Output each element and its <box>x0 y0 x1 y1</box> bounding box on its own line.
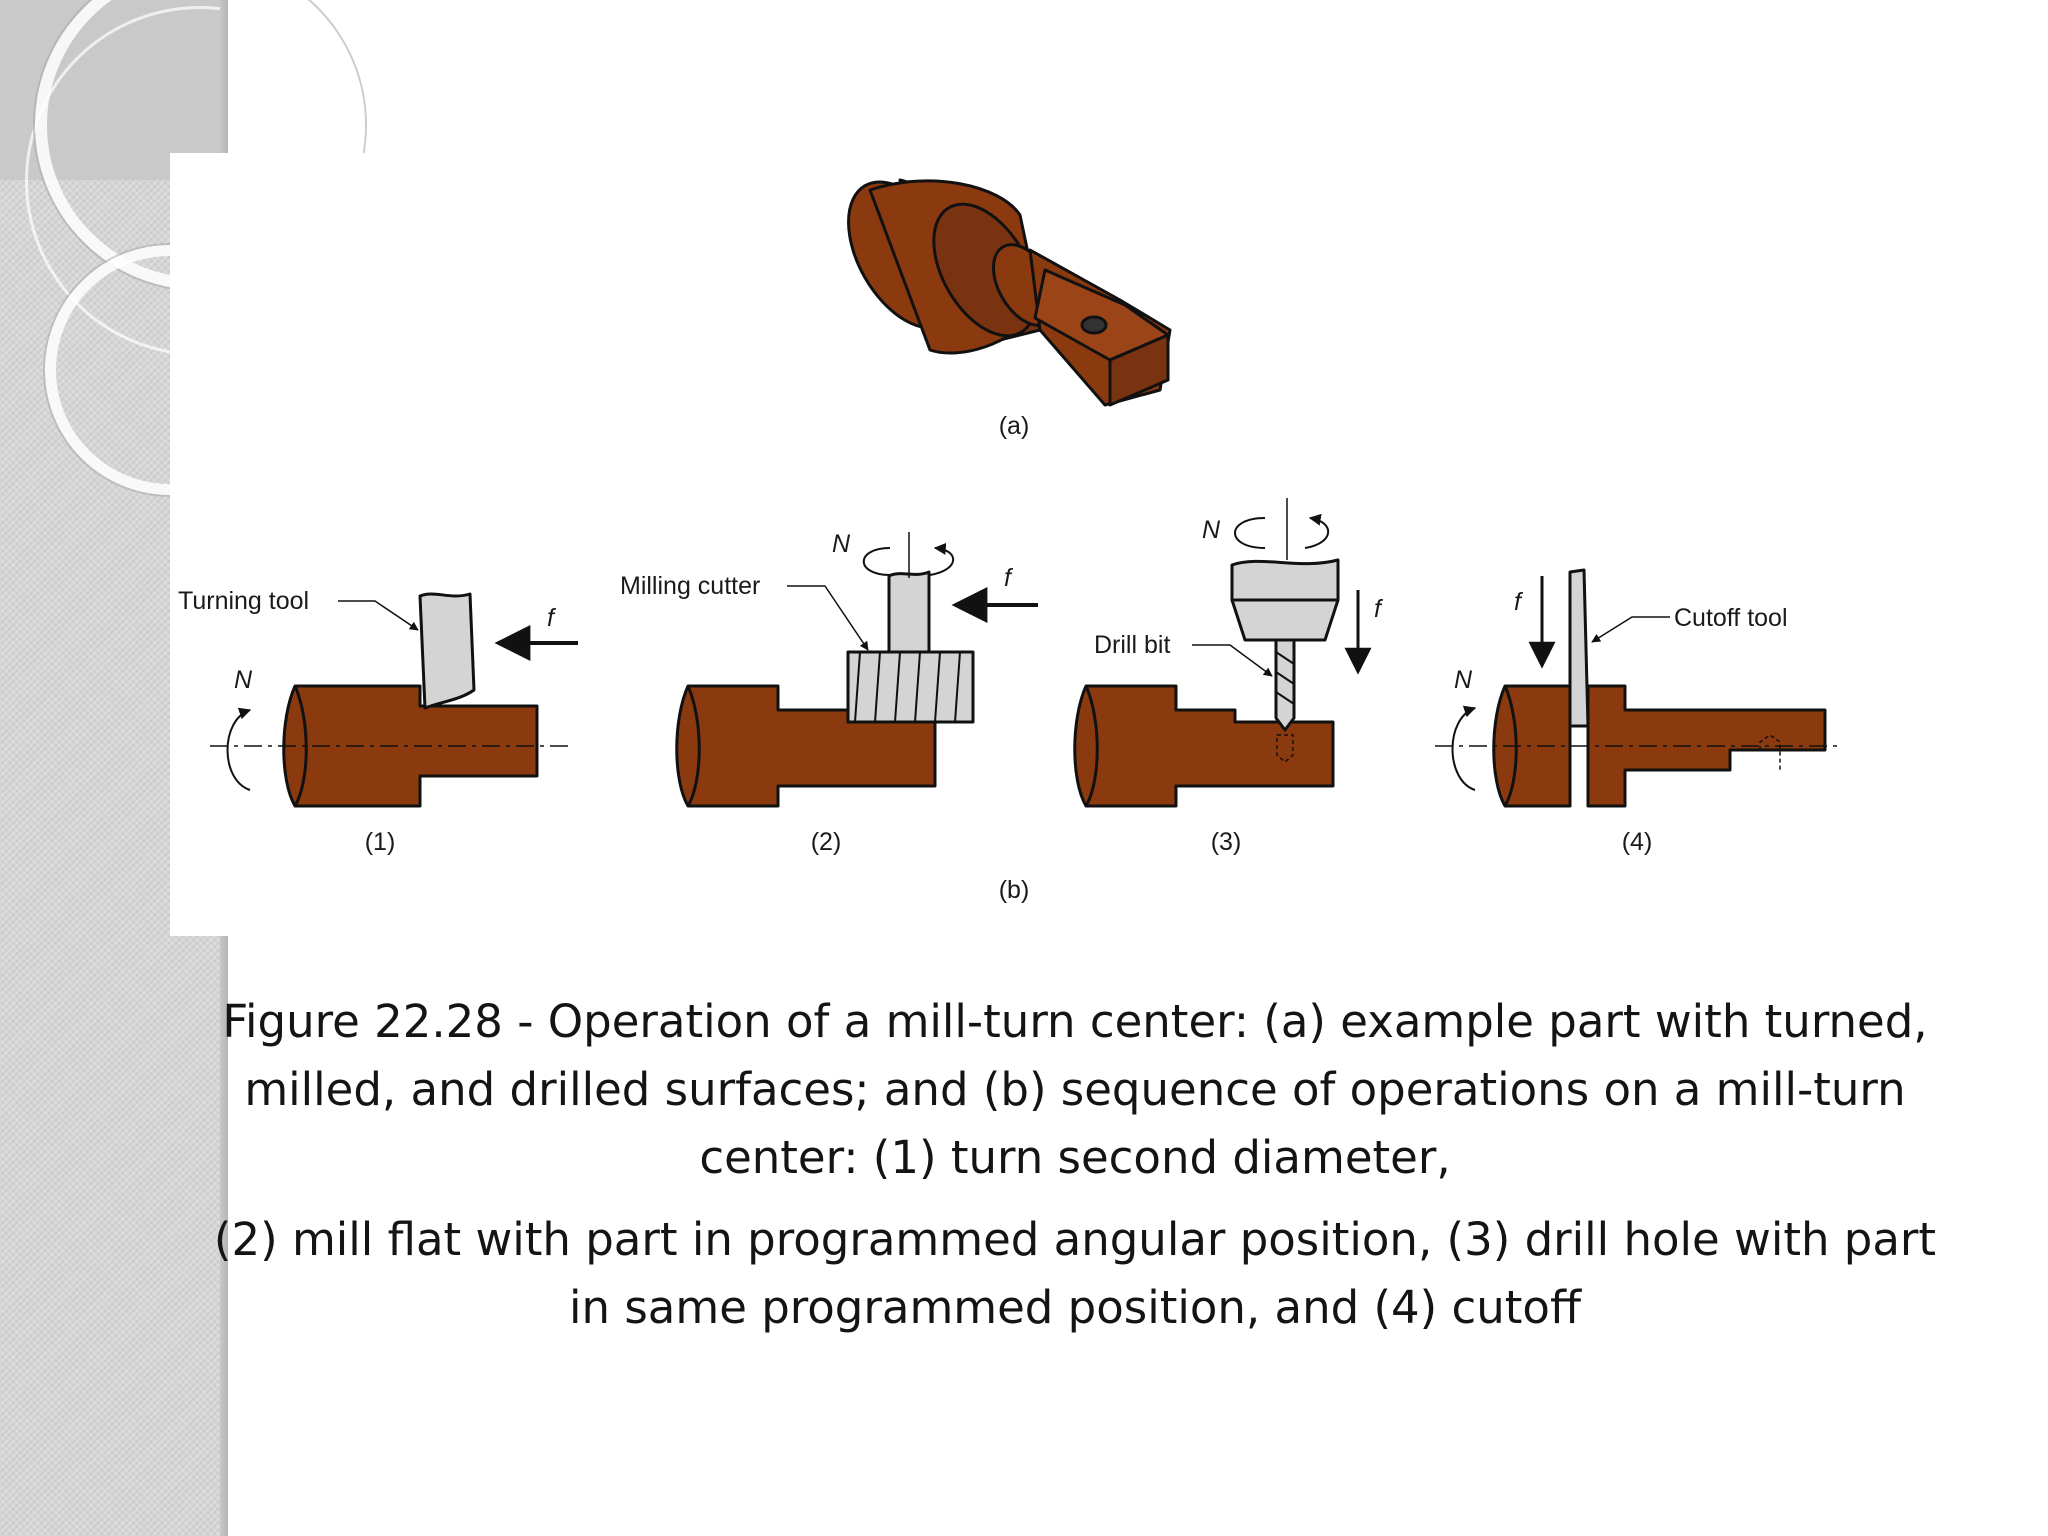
step-1-drawing <box>210 592 578 808</box>
milling-cutter-label: Milling cutter <box>620 572 760 600</box>
step-3-drawing <box>1073 498 1372 808</box>
step-2-rotation-label: N <box>832 530 851 558</box>
part-label: (a) <box>999 412 1030 440</box>
figure-caption-part-1: Figure 22.28 - Operation of a mill-turn … <box>222 995 1928 1184</box>
example-part-drawing <box>847 178 1172 407</box>
step-4-feed-label: f <box>1514 588 1524 616</box>
step-3-feed-label: f <box>1374 595 1384 623</box>
sequence-label: (b) <box>999 876 1030 904</box>
step-2-feed-label: f <box>1004 564 1014 592</box>
step-2-number: (2) <box>811 828 842 856</box>
step-2-drawing <box>675 532 1038 808</box>
step-3-rotation-label: N <box>1202 516 1221 544</box>
step-1-number: (1) <box>365 828 396 856</box>
step-3-number: (3) <box>1211 828 1242 856</box>
drill-bit-label: Drill bit <box>1094 631 1170 659</box>
step-4-rotation-label: N <box>1454 666 1473 694</box>
step-4-drawing <box>1435 568 1840 808</box>
step-1-feed-label: f <box>547 604 557 632</box>
step-4-number: (4) <box>1622 828 1653 856</box>
cutoff-tool-label: Cutoff tool <box>1674 604 1788 632</box>
figure-caption-part-2: (2) mill flat with part in programmed an… <box>213 1213 1937 1334</box>
step-1-rotation-label: N <box>234 666 253 694</box>
turning-tool-label: Turning tool <box>178 587 309 615</box>
